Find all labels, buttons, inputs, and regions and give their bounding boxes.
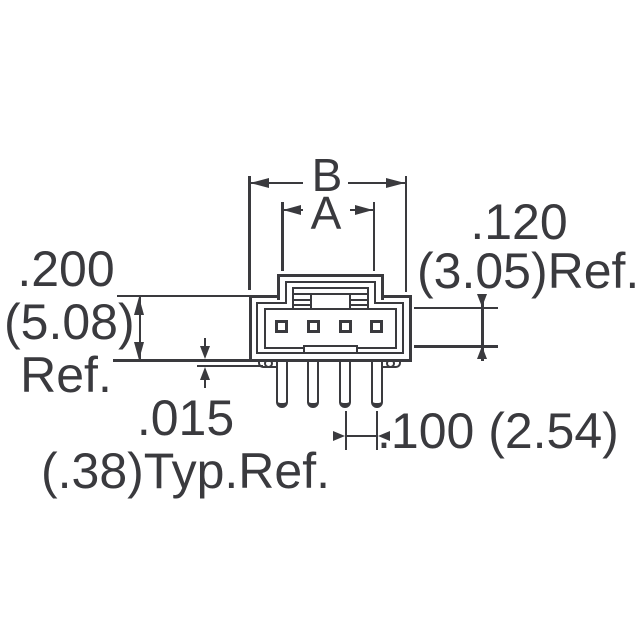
dim-b-line-left: [250, 181, 303, 184]
dim-120-arrowhead-up: [477, 345, 488, 359]
dim-100-arrowhead-left: [378, 430, 390, 441]
dim-120-label-value: .120: [470, 194, 568, 250]
dim-200-label: .200 (5.08) Ref.: [4, 241, 135, 403]
dim-100-arrowhead-right: [332, 430, 345, 441]
dim-200-label-metric: (5.08): [4, 294, 135, 350]
dim-100-label: .100 (2.54): [377, 403, 619, 459]
key-tower-inner-outline: [284, 280, 376, 304]
dim-200-line: [138, 296, 141, 360]
pin-leg: [275, 358, 288, 408]
pin-square: [306, 319, 320, 333]
dim-a-extension-right: [372, 202, 375, 271]
dim-100-extension-left: [344, 411, 347, 450]
pin-square: [338, 319, 352, 333]
pin-leg: [370, 358, 383, 408]
dim-120-line: [481, 295, 484, 361]
dim-200-arrowhead-up: [134, 297, 145, 315]
dim-200-arrowhead-down: [134, 341, 145, 360]
pin-square: [370, 319, 384, 333]
dim-015-label-value: .015: [136, 390, 235, 446]
pin-leg: [307, 358, 320, 408]
dim-120-arrowhead-down: [477, 294, 488, 307]
dim-015-arrowhead-down: [199, 346, 210, 359]
pin-square: [275, 319, 289, 333]
dim-015-extension-line: [197, 364, 263, 367]
dim-a-label: A: [310, 187, 342, 239]
dim-015-arrowhead-up: [199, 366, 210, 380]
dim-a-arrowhead-right: [354, 204, 373, 215]
dim-b-line-right: [348, 181, 405, 184]
dim-a-arrowhead-left: [283, 204, 301, 215]
dim-120-extension-top: [414, 306, 498, 309]
dim-015-stem-upper: [203, 338, 206, 348]
dim-120-extension-bottom: [414, 345, 498, 348]
dim-120-label-metric-ref: (3.05)Ref.: [417, 243, 640, 299]
dim-100-extension-right: [375, 411, 378, 450]
key-slot-side-right: [366, 286, 369, 309]
dim-015-label-ref: (.38)Typ.Ref.: [41, 443, 330, 499]
dim-b-extension-left: [248, 176, 251, 290]
pin-leg: [339, 358, 351, 408]
dim-015-stem-lower: [203, 379, 206, 388]
dim-200-label-value: .200: [17, 241, 115, 297]
key-slot-center-notch: [309, 294, 351, 309]
dim-b-arrowhead-left: [250, 177, 269, 188]
dim-200-extension-top: [117, 294, 250, 297]
dim-b-arrowhead-right: [386, 177, 405, 188]
bottom-center-tab: [303, 345, 358, 354]
dim-100-line: [345, 434, 376, 437]
dim-200-extension-bottom: [113, 359, 250, 362]
dim-200-label-ref: Ref.: [20, 347, 112, 403]
dim-b-label: B: [311, 149, 343, 201]
dim-b-extension-right: [404, 176, 407, 292]
dim-a-extension-left: [281, 202, 284, 271]
dim-015-label: .015 (.38)Typ.Ref.: [28, 392, 343, 498]
key-slot-side-left: [291, 286, 294, 309]
